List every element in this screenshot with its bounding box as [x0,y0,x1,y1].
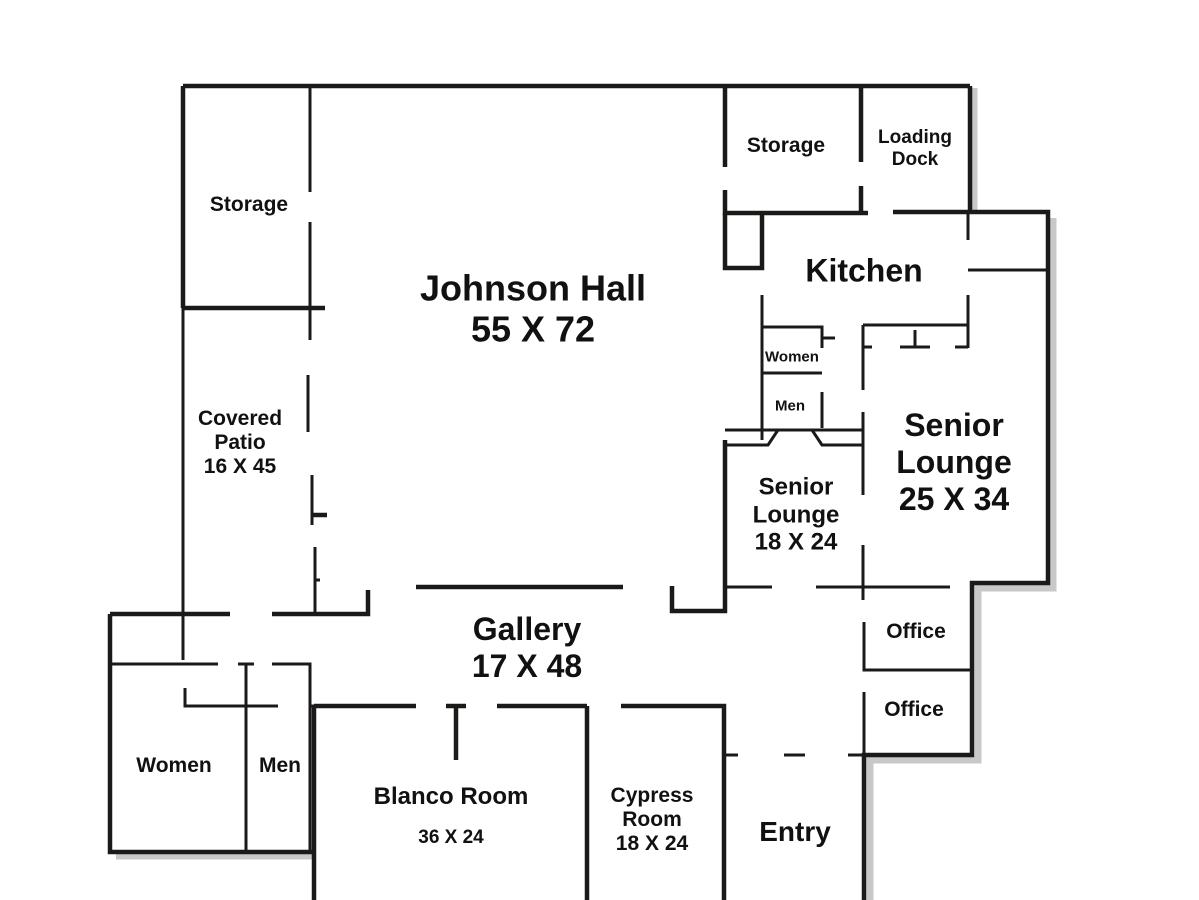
room-dimensions: 16 X 45 [203,455,277,479]
room-name: Office [884,697,944,721]
exterior-shadow [116,88,1057,900]
room-name: Loading [878,127,952,149]
room-blanco-dimensions: 36 X 24 [418,827,484,849]
room-name: Women [765,348,819,366]
room-name: Senior [904,406,1004,443]
room-storage-nw: Storage [210,193,288,217]
room-name: Johnson Hall [419,267,647,309]
room-name: Men [259,753,301,777]
room-dimensions: 36 X 24 [418,827,484,849]
room-restroom-men-upper: Men [775,397,805,414]
room-gallery: Gallery 17 X 48 [472,611,582,685]
room-dimensions: 18 X 24 [754,528,838,556]
room-office-1: Office [886,620,946,644]
room-name: Senior [758,473,834,501]
room-name: Cypress [610,783,694,807]
room-storage-ne: Storage [747,134,825,158]
room-name-line2: Room [622,807,682,831]
room-office-2: Office [884,698,944,722]
room-name: Storage [209,192,289,216]
room-senior-lounge-small: Senior Lounge 18 X 24 [753,474,840,557]
room-dimensions: 25 X 34 [898,480,1010,517]
room-name: Gallery [472,611,582,648]
room-cypress: Cypress Room 18 X 24 [611,784,694,856]
room-name: Men [775,397,805,415]
room-senior-lounge-large: Senior Lounge 25 X 34 [896,407,1012,517]
room-name: Kitchen [805,252,923,289]
room-dimensions: 17 X 48 [471,648,583,684]
room-dimensions: 55 X 72 [470,309,596,350]
room-johnson-hall: Johnson Hall 55 X 72 [420,268,646,351]
room-name: Entry [759,815,831,847]
room-kitchen: Kitchen [805,253,922,290]
room-name-line2: Lounge [752,501,840,529]
room-name: Women [136,753,212,777]
room-loading-dock: Loading Dock [878,127,952,171]
room-restroom-women-lower: Women [136,754,211,778]
room-name-line2: Dock [891,149,939,170]
room-name-line2: Lounge [896,443,1012,480]
room-name: Blanco Room [373,783,529,811]
room-name: Covered [197,406,283,430]
room-dimensions: 18 X 24 [615,832,689,856]
room-name-line2: Patio [214,430,266,454]
room-entry: Entry [759,816,831,848]
interior-walls [110,86,1048,900]
room-restroom-men-lower: Men [259,754,301,778]
room-name: Storage [746,133,826,157]
room-restroom-women-upper: Women [765,348,819,365]
room-name: Office [886,619,946,643]
room-covered-patio: Covered Patio 16 X 45 [198,407,282,479]
room-blanco: Blanco Room [374,783,529,811]
